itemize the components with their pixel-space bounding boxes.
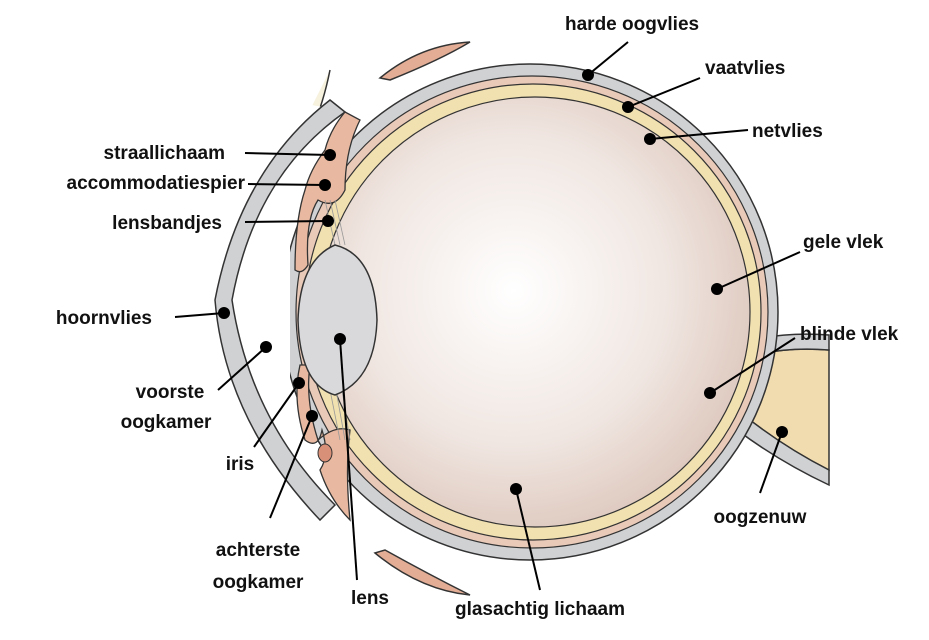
label-achterste-oogkamer-1: achterste (216, 540, 301, 561)
label-harde-oogvlies: harde oogvlies (565, 14, 699, 35)
label-glasachtig-lichaam: glasachtig lichaam (455, 599, 625, 620)
upper-eyelid (378, 41, 471, 81)
label-oogzenuw: oogzenuw (714, 507, 807, 528)
cornea (214, 99, 347, 522)
lower-eyelid (373, 549, 471, 596)
label-blinde-vlek: blinde vlek (800, 324, 899, 345)
label-straallichaam: straallichaam (104, 143, 225, 164)
leaders (174, 41, 801, 591)
label-netvlies: netvlies (752, 121, 823, 142)
label-accommodatiespier: accommodatiespier (67, 173, 246, 194)
anterior-mask (170, 80, 345, 560)
label-hoornvlies: hoornvlies (56, 308, 152, 329)
label-lens: lens (351, 588, 389, 609)
label-gele-vlek: gele vlek (803, 232, 884, 253)
iris-lower (296, 364, 351, 522)
label-voorste-oogkamer-2: oogkamer (121, 412, 212, 433)
label-vaatvlies: vaatvlies (705, 58, 785, 79)
label-voorste-oogkamer-1: voorste (136, 382, 205, 403)
ciliary-body (294, 111, 361, 273)
ciliary-muscle-lower (317, 443, 333, 463)
label-lensbandjes: lensbandjes (112, 213, 222, 234)
label-achterste-oogkamer-2: oogkamer (213, 572, 304, 593)
lens (297, 244, 378, 396)
label-iris: iris (226, 454, 255, 475)
vitreous-body (319, 96, 751, 528)
